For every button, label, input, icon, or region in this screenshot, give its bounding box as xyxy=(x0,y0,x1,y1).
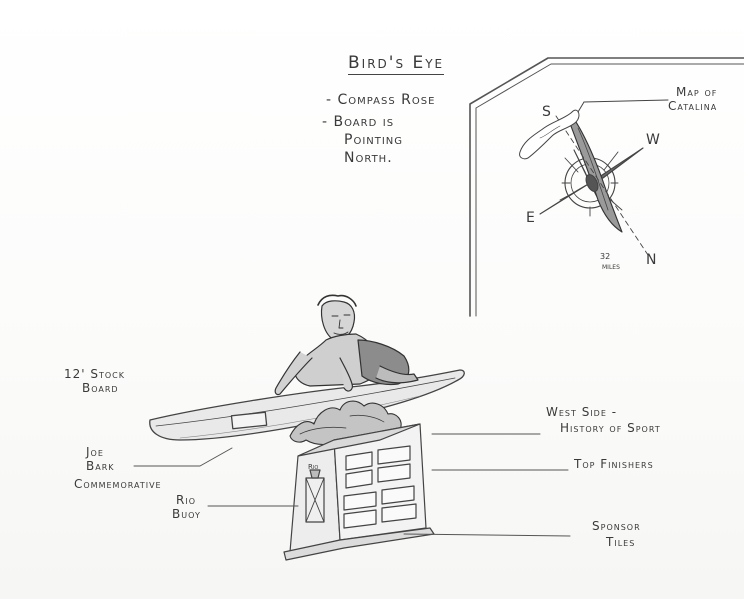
compass-dir-w: W xyxy=(646,132,661,148)
joe-bark-label-1: Joe xyxy=(86,446,104,460)
stock-board-label-1: 12' Stock xyxy=(64,368,125,382)
sponsor-tiles-label-2: Tiles xyxy=(606,536,635,550)
map-of-catalina-label-2: Catalina xyxy=(668,100,717,114)
compass-rose-icon xyxy=(520,100,668,258)
miles-number: 32 xyxy=(600,252,610,261)
joe-bark-label-3: Commemorative xyxy=(74,478,162,492)
compass-dir-s: S xyxy=(542,104,552,120)
pedestal-icon xyxy=(284,424,434,560)
map-of-catalina-label-1: Map of xyxy=(676,86,717,100)
rio-buoy-label-2: Buoy xyxy=(172,508,201,522)
sponsor-tiles-label-1: Sponsor xyxy=(592,520,641,534)
birds-eye-note-1: - Compass Rose xyxy=(326,92,435,108)
surfer-figure-icon xyxy=(275,295,418,394)
joe-bark-label-2: Bark xyxy=(86,460,115,474)
west-side-label-1: West Side - xyxy=(546,406,617,420)
compass-dir-e: E xyxy=(526,210,536,226)
west-side-label-2: History of Sport xyxy=(560,422,661,436)
birds-eye-note-3: Pointing xyxy=(344,132,403,148)
buoy-marking: Rio xyxy=(308,463,318,471)
compass-dir-n: N xyxy=(646,252,657,268)
birds-eye-title-text: Bird's Eye xyxy=(348,53,444,75)
birds-eye-note-2: - Board is xyxy=(322,114,394,130)
top-finishers-label: Top Finishers xyxy=(574,458,654,472)
miles-unit: miles xyxy=(602,262,620,271)
rio-buoy-label-1: Rio xyxy=(176,494,196,508)
stock-board-label-2: Board xyxy=(82,382,119,396)
birds-eye-note-4: North. xyxy=(344,150,393,166)
birds-eye-title: Bird's Eye xyxy=(348,54,444,74)
